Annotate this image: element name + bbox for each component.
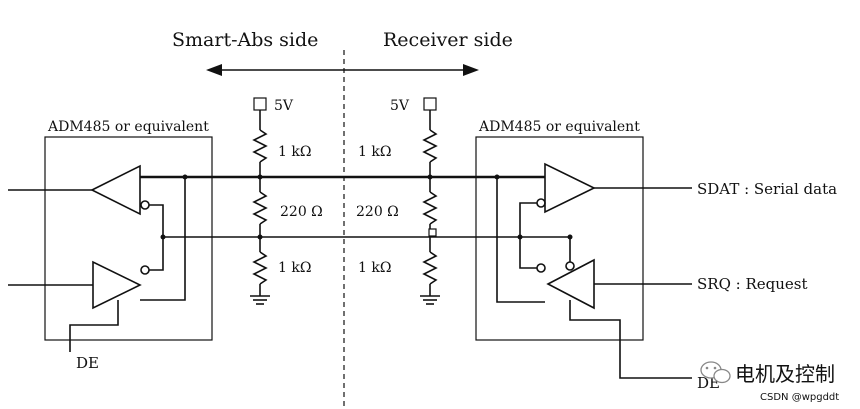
left-driver <box>8 174 188 352</box>
sdat-label: SDAT : Serial data <box>697 180 837 198</box>
right-r-mid-label: 220 Ω <box>356 204 399 220</box>
right-chip-label: ADM485 or equivalent <box>478 119 640 135</box>
right-driver <box>519 234 692 379</box>
left-r-bot-label: 1 kΩ <box>278 260 311 276</box>
left-r-top-label: 1 kΩ <box>278 144 311 160</box>
left-chip-box <box>44 136 213 341</box>
srq-label: SRQ : Request <box>697 275 808 293</box>
receiver-side-label: Receiver side <box>383 29 513 51</box>
left-vcc-label: 5V <box>274 98 294 114</box>
right-vcc-label: 5V <box>390 98 410 114</box>
right-receiver <box>494 162 692 303</box>
left-r-mid-label: 220 Ω <box>280 204 323 220</box>
watermark-credit: CSDN @wpgddt <box>760 392 839 403</box>
right-chip-box <box>475 136 644 341</box>
wechat-icon <box>700 361 731 384</box>
right-resistor-network <box>420 97 440 305</box>
left-chip-label: ADM485 or equivalent <box>47 119 209 135</box>
left-resistor-network <box>250 97 270 305</box>
de-left-label: DE <box>76 354 99 372</box>
watermark-brand: 电机及控制 <box>735 362 835 386</box>
side-arrow <box>206 64 479 76</box>
watermark: 电机及控制 CSDN @wpgddt <box>700 361 839 403</box>
right-r-bot-label: 1 kΩ <box>358 260 391 276</box>
left-receiver <box>8 164 164 237</box>
smart-abs-side-label: Smart-Abs side <box>172 29 318 51</box>
right-r-top-label: 1 kΩ <box>358 144 391 160</box>
